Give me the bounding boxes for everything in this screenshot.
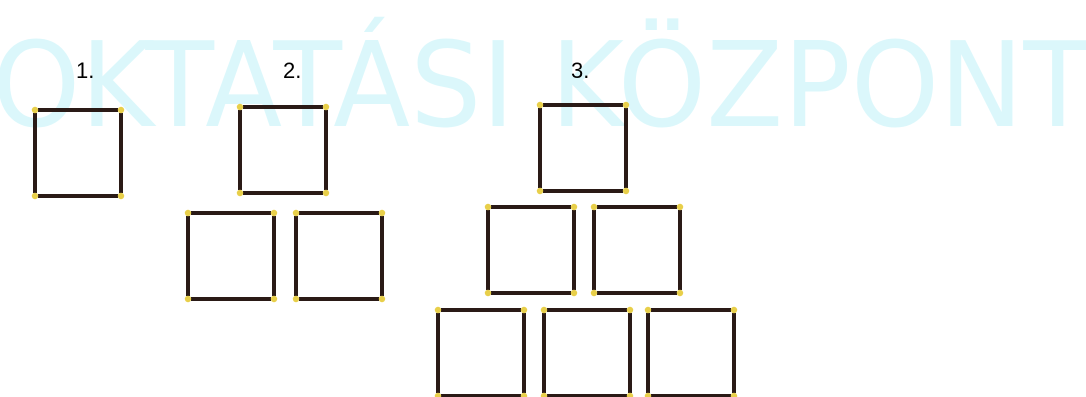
match-head <box>521 307 527 313</box>
match-head <box>571 204 577 210</box>
match-head <box>485 204 491 210</box>
match-head <box>237 190 243 196</box>
match-head <box>271 210 277 216</box>
match-head <box>623 188 629 194</box>
match-head <box>323 190 329 196</box>
match-head <box>677 290 683 296</box>
match-head <box>645 393 651 397</box>
match-head <box>627 307 633 313</box>
match-head <box>435 393 441 397</box>
match-head <box>32 107 38 113</box>
figure-1-label: 1. <box>76 58 94 84</box>
match-head <box>571 290 577 296</box>
match-head <box>379 296 385 302</box>
match-head <box>731 393 737 397</box>
match-head <box>541 393 547 397</box>
match-head <box>237 104 243 110</box>
match-head <box>379 210 385 216</box>
match-head <box>623 102 629 108</box>
match-head <box>591 290 597 296</box>
match-head <box>537 102 543 108</box>
figure-2-label: 2. <box>283 58 301 84</box>
match-head <box>118 107 124 113</box>
match-head <box>271 296 277 302</box>
match-head <box>541 307 547 313</box>
match-head <box>677 204 683 210</box>
match-head <box>185 210 191 216</box>
match-head <box>591 204 597 210</box>
match-head <box>293 296 299 302</box>
figure-3-label: 3. <box>571 58 589 84</box>
match-head <box>435 307 441 313</box>
match-head <box>731 307 737 313</box>
match-head <box>521 393 527 397</box>
match-head <box>323 104 329 110</box>
match-head <box>537 188 543 194</box>
match-head <box>32 193 38 199</box>
match-head <box>118 193 124 199</box>
match-head <box>645 307 651 313</box>
match-head <box>627 393 633 397</box>
match-head <box>185 296 191 302</box>
match-head <box>293 210 299 216</box>
match-head <box>485 290 491 296</box>
